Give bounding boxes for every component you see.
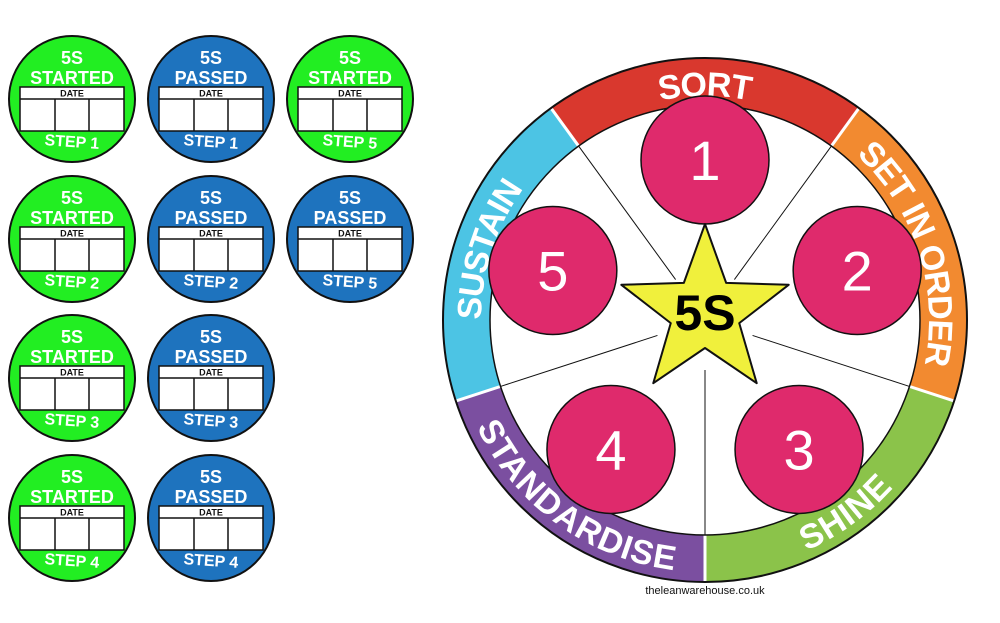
sticker-step: STEP 5 xyxy=(322,272,378,293)
sticker-status: PASSED xyxy=(175,347,248,367)
sticker-title: 5S xyxy=(200,327,222,347)
sticker-step: STEP 5 xyxy=(322,132,378,153)
sticker-status: PASSED xyxy=(175,487,248,507)
sticker-step: STEP 1 xyxy=(44,132,100,153)
ring-separator xyxy=(549,106,581,148)
date-label: DATE xyxy=(199,229,223,239)
wheel-spoke xyxy=(578,145,677,280)
date-box xyxy=(19,226,125,272)
sticker-status: PASSED xyxy=(175,208,248,228)
wheel-spoke xyxy=(733,145,832,280)
step-circle xyxy=(734,384,864,515)
date-label: DATE xyxy=(199,89,223,99)
sticker-status: STARTED xyxy=(30,487,114,507)
sticker-step: STEP 1 xyxy=(183,132,239,153)
step-circle xyxy=(546,384,676,515)
date-label: DATE xyxy=(60,368,84,378)
date-label: DATE xyxy=(60,89,84,99)
sticker-title: 5S xyxy=(61,467,83,487)
sticker-status: PASSED xyxy=(314,208,387,228)
date-label: DATE xyxy=(338,89,362,99)
date-label: DATE xyxy=(338,229,362,239)
step-number: 2 xyxy=(842,240,873,303)
date-label: DATE xyxy=(60,229,84,239)
date-box xyxy=(158,86,264,132)
sticker-step: STEP 3 xyxy=(183,411,239,432)
step-number: 3 xyxy=(783,418,814,481)
ring-separator xyxy=(454,384,502,403)
sticker-status: STARTED xyxy=(30,68,114,88)
step-circle xyxy=(792,205,922,336)
step-circle xyxy=(488,205,618,336)
date-box xyxy=(297,226,403,272)
date-box xyxy=(158,226,264,272)
center-star xyxy=(620,223,790,385)
step-number: 4 xyxy=(595,418,626,481)
center-label: 5S xyxy=(674,285,735,341)
step-number: 1 xyxy=(689,129,720,192)
sticker-title: 5S xyxy=(200,48,222,68)
ring-separator xyxy=(829,106,861,148)
sticker-step: STEP 4 xyxy=(44,551,100,572)
wheel-spoke xyxy=(752,334,910,387)
sticker-title: 5S xyxy=(61,327,83,347)
sticker-status: STARTED xyxy=(30,347,114,367)
date-label: DATE xyxy=(60,508,84,518)
ring-segment xyxy=(455,386,705,582)
footer-url: theleanwarehouse.co.uk xyxy=(645,585,765,597)
date-box xyxy=(19,86,125,132)
ring-segment xyxy=(705,386,955,582)
date-box xyxy=(19,365,125,411)
sticker-title: 5S xyxy=(200,467,222,487)
sticker-step: STEP 2 xyxy=(183,272,239,293)
sticker-title: 5S xyxy=(61,48,83,68)
ring-segment xyxy=(831,108,967,401)
date-box xyxy=(19,505,125,551)
date-label: DATE xyxy=(199,508,223,518)
wheel-outer-border xyxy=(442,57,968,583)
date-box xyxy=(297,86,403,132)
date-box xyxy=(158,365,264,411)
date-box xyxy=(158,505,264,551)
sticker-title: 5S xyxy=(61,188,83,208)
sticker-step: STEP 4 xyxy=(183,551,239,572)
sticker-step: STEP 3 xyxy=(44,411,100,432)
sticker-status: STARTED xyxy=(30,208,114,228)
sticker-status: PASSED xyxy=(175,68,248,88)
step-number: 5 xyxy=(537,240,568,303)
wheel-spoke xyxy=(500,334,658,387)
ring-separator xyxy=(908,384,956,403)
sticker-title: 5S xyxy=(200,188,222,208)
sticker-title: 5S xyxy=(339,188,361,208)
sticker-status: STARTED xyxy=(308,68,392,88)
date-label: DATE xyxy=(199,368,223,378)
sticker-title: 5S xyxy=(339,48,361,68)
ring-segment xyxy=(442,108,579,401)
sticker-step: STEP 2 xyxy=(44,272,100,293)
